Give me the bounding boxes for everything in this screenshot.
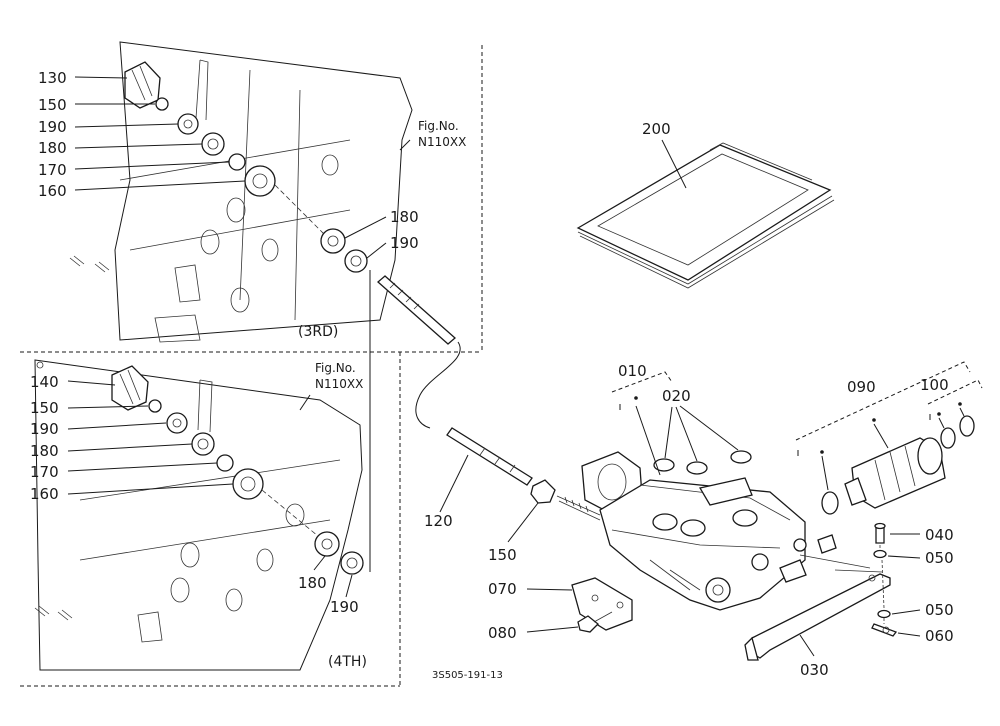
o-rings-020: [653, 450, 752, 475]
leaders-4th: [67, 270, 371, 598]
brackets-090-100: [795, 361, 983, 491]
leaders-3rd: [74, 76, 411, 259]
ring-170-3rd: [228, 153, 246, 171]
label-150-valve: 150: [488, 546, 517, 564]
label-050-top: 050: [925, 549, 954, 567]
housing-3rd: [69, 41, 413, 343]
label-040: 040: [925, 526, 954, 544]
label-190-4th: 190: [30, 420, 59, 438]
clip-060: [871, 623, 898, 637]
rod-3rd: [377, 275, 456, 345]
shaft-120: [446, 427, 533, 486]
collar-190-4th-b: [340, 551, 364, 575]
label-180-4th: 180: [30, 442, 59, 460]
label-080: 080: [488, 624, 517, 642]
inset-frame-3rd: [20, 45, 483, 353]
control-cable: [415, 341, 461, 429]
label-030: 030: [800, 661, 829, 679]
plug-090: [821, 437, 946, 515]
label-050-bottom: 050: [925, 601, 954, 619]
label-130: 130: [38, 69, 67, 87]
label-180-3rd-b: 180: [390, 208, 419, 226]
washer-180-3rd: [201, 132, 225, 156]
label-170-3rd: 170: [38, 161, 67, 179]
label-180-4th-b: 180: [298, 574, 327, 592]
label-010: 010: [618, 362, 647, 380]
washer-180-4th-b: [314, 531, 340, 557]
collar-190-3rd: [177, 113, 199, 135]
fig-ref-3rd-line1: Fig.No.: [418, 119, 459, 133]
label-170-4th: 170: [30, 463, 59, 481]
fig-ref-4th-line1: Fig.No.: [315, 361, 356, 375]
fig-ref-3rd-line2: N110XX: [418, 135, 466, 149]
lever-030: [744, 554, 891, 661]
valve-body: [581, 451, 837, 611]
collar-190-3rd-b: [344, 249, 368, 273]
variant-label-3rd: (3RD): [298, 324, 338, 340]
label-060: 060: [925, 627, 954, 645]
label-190-3rd: 190: [38, 118, 67, 136]
washer-150-3rd: [155, 97, 169, 111]
washer-050-bottom: [877, 609, 891, 619]
label-100: 100: [920, 376, 949, 394]
collar-190-4th: [166, 412, 188, 434]
fig-ref-4th-line2: N110XX: [315, 377, 363, 391]
label-200: 200: [642, 120, 671, 138]
leaders-020: [664, 405, 739, 462]
washer-050-top: [873, 549, 887, 559]
label-020: 020: [662, 387, 691, 405]
knob-4th: [111, 365, 149, 411]
bracket-010: [611, 371, 673, 476]
label-150-4th: 150: [30, 399, 59, 417]
label-120: 120: [424, 512, 453, 530]
washer-150-4th: [148, 399, 162, 413]
label-190-3rd-b: 190: [390, 234, 419, 252]
variant-label-4th: (4TH): [328, 654, 367, 670]
washer-180-4th: [191, 432, 215, 456]
nut-150-valve: [530, 479, 601, 521]
label-190-4th-b: 190: [330, 598, 359, 616]
label-160-4th: 160: [30, 485, 59, 503]
housing-4th: [34, 359, 363, 671]
label-070: 070: [488, 580, 517, 598]
ring-170-4th: [216, 454, 234, 472]
knob-3rd: [124, 61, 161, 109]
pin-040: [874, 522, 886, 544]
inset-frame-4th: [20, 352, 401, 687]
label-150-3rd: 150: [38, 96, 67, 114]
drawing-code: 3S505-191-13: [432, 670, 503, 681]
label-090: 090: [847, 378, 876, 396]
label-180-3rd: 180: [38, 139, 67, 157]
bushing-160-4th: [232, 468, 264, 500]
rings-100: [940, 415, 975, 449]
label-160-3rd: 160: [38, 182, 67, 200]
label-140: 140: [30, 373, 59, 391]
manual-200: [576, 139, 835, 289]
bolt-080: [577, 611, 613, 633]
washer-180-3rd-b: [320, 228, 346, 254]
bushing-160-3rd: [244, 165, 276, 197]
